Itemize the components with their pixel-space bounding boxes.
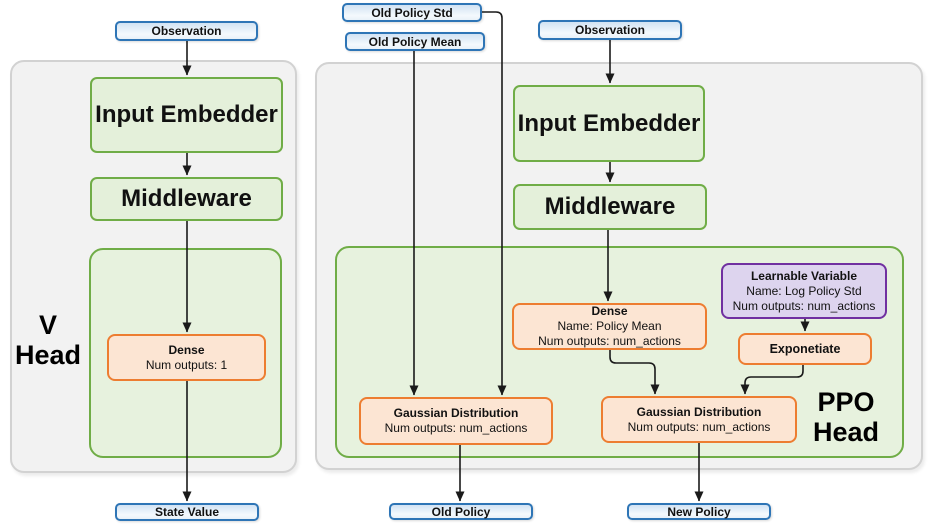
learnable-variable-block: Learnable Variable Name: Log Policy Std … xyxy=(721,263,887,319)
learnable-variable-title: Learnable Variable xyxy=(750,268,858,283)
observation-right-label: Observation xyxy=(574,23,646,37)
state-value-label: State Value xyxy=(154,505,220,519)
ppo-head-dense-name: Name: Policy Mean xyxy=(557,319,662,333)
exponetiate-block: Exponetiate xyxy=(738,333,872,365)
ppo-head-dense-title: Dense xyxy=(591,304,628,318)
v-head-label-line1: V xyxy=(38,310,57,340)
gaussian-new-title: Gaussian Distribution xyxy=(636,404,762,419)
old-policy-label: Old Policy xyxy=(431,504,491,519)
old-policy-mean-label: Old Policy Mean xyxy=(368,34,462,49)
v-head-dense-title: Dense xyxy=(168,342,205,357)
old-policy-mean-input: Old Policy Mean xyxy=(345,32,485,51)
gaussian-distribution-new-block: Gaussian Distribution Num outputs: num_a… xyxy=(601,396,797,443)
observation-input-right: Observation xyxy=(538,20,682,40)
new-policy-output: New Policy xyxy=(627,503,771,520)
v-head-label-line2: Head xyxy=(14,340,82,370)
ppo-head-dense-block: Dense Name: Policy Mean Num outputs: num… xyxy=(512,303,707,350)
v-head-middleware-label: Middleware xyxy=(121,185,252,212)
gaussian-old-num-outputs: Num outputs: num_actions xyxy=(384,421,528,435)
ppo-head-dense-num-outputs: Num outputs: num_actions xyxy=(538,334,681,348)
v-head-input-embedder-label: Input Embedder xyxy=(95,101,278,128)
ppo-head-input-embedder-block: Input Embedder xyxy=(513,85,705,162)
v-head-label: V Head xyxy=(13,310,83,370)
ppo-head-middleware-block: Middleware xyxy=(513,184,707,230)
gaussian-distribution-old-block: Gaussian Distribution Num outputs: num_a… xyxy=(359,397,553,445)
old-policy-std-input: Old Policy Std xyxy=(342,3,482,22)
exponetiate-label: Exponetiate xyxy=(769,341,841,356)
ppo-head-label-line1: PPO xyxy=(817,387,875,417)
ppo-head-label-line2: Head xyxy=(812,417,880,447)
new-policy-label: New Policy xyxy=(667,504,731,519)
learnable-variable-name: Name: Log Policy Std xyxy=(746,283,862,298)
gaussian-old-title: Gaussian Distribution xyxy=(393,406,519,420)
old-policy-std-label: Old Policy Std xyxy=(371,5,453,20)
v-head-middleware-block: Middleware xyxy=(90,177,283,221)
observation-left-label: Observation xyxy=(151,24,222,38)
v-head-dense-block: Dense Num outputs: 1 xyxy=(107,334,266,381)
ppo-head-input-embedder-label: Input Embedder xyxy=(517,109,701,137)
state-value-output: State Value xyxy=(115,503,259,521)
ppo-head-middleware-label: Middleware xyxy=(544,193,676,220)
v-head-input-embedder-block: Input Embedder xyxy=(90,77,283,153)
v-head-dense-num-outputs: Num outputs: 1 xyxy=(145,357,228,372)
observation-input-left: Observation xyxy=(115,21,258,41)
ppo-head-label: PPO Head xyxy=(801,387,891,447)
learnable-variable-num-outputs: Num outputs: num_actions xyxy=(732,298,876,313)
gaussian-new-num-outputs: Num outputs: num_actions xyxy=(627,419,771,434)
old-policy-output: Old Policy xyxy=(389,503,533,520)
